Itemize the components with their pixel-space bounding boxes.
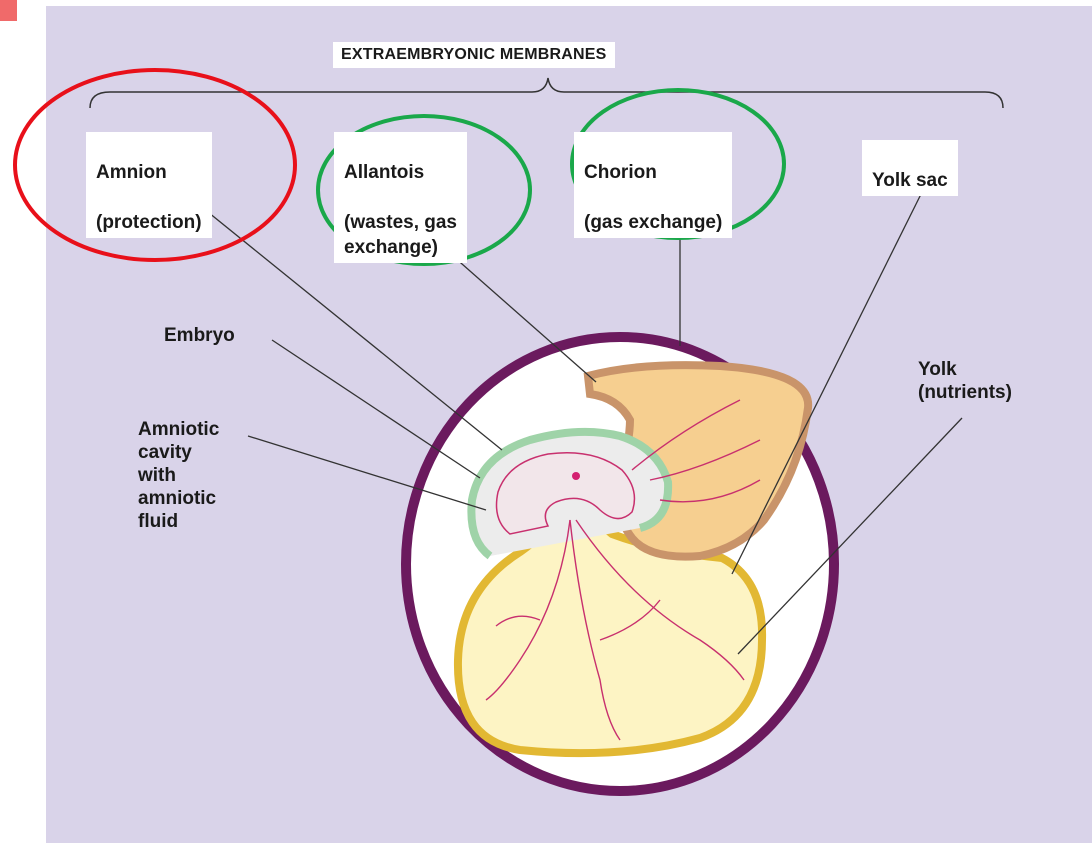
yolk-sac-name: Yolk sac bbox=[872, 170, 948, 191]
chorion-label: Chorion (gas exchange) bbox=[574, 132, 732, 238]
chorion-name: Chorion bbox=[584, 162, 657, 183]
amniotic-cavity-label: Amniotic cavity with amniotic fluid bbox=[138, 418, 219, 533]
allantois-label: Allantois (wastes, gas exchange) bbox=[334, 132, 467, 263]
amnion-role: (protection) bbox=[96, 212, 202, 233]
allantois-name: Allantois bbox=[344, 162, 424, 183]
embryo-heart bbox=[572, 472, 580, 480]
amnion-label: Amnion (protection) bbox=[86, 132, 212, 238]
allantois-role: (wastes, gas exchange) bbox=[344, 212, 457, 258]
diagram-title: EXTRAEMBRYONIC MEMBRANES bbox=[333, 42, 615, 68]
yolk-sac-label: Yolk sac bbox=[862, 140, 958, 196]
embryo-label: Embryo bbox=[164, 324, 235, 347]
yolk-label: Yolk (nutrients) bbox=[918, 358, 1012, 404]
chorion-role: (gas exchange) bbox=[584, 212, 722, 233]
amnion-name: Amnion bbox=[96, 162, 167, 183]
